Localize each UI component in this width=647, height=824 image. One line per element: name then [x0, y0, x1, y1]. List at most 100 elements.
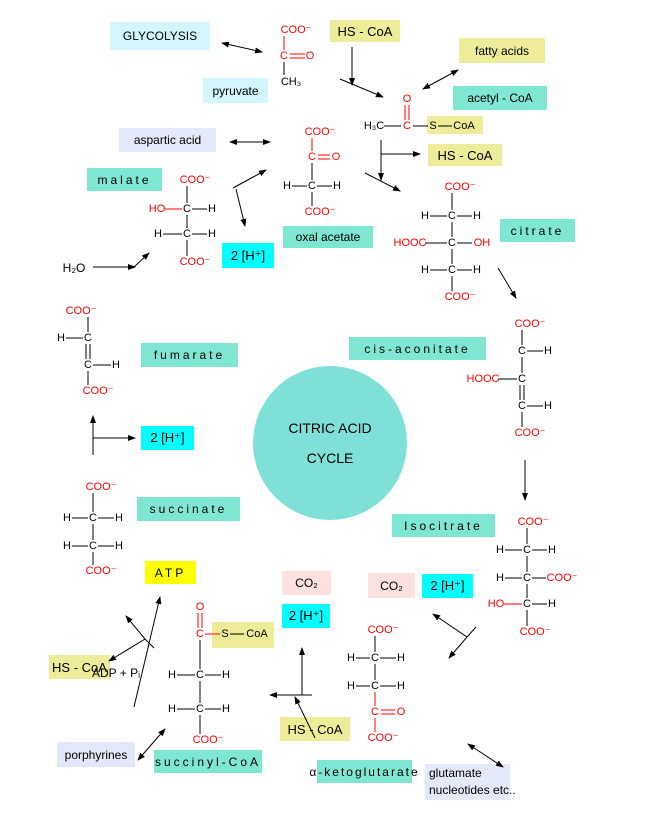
- atom-label: H: [347, 680, 355, 692]
- atom-label: C: [183, 203, 191, 215]
- acetyl-coa-structure: O H₃C C S CoA: [364, 93, 476, 132]
- two-h-label-isocitrate: 2 [H⁺]: [422, 574, 473, 598]
- atom-label: H: [544, 345, 552, 357]
- atom-label: C: [518, 400, 526, 412]
- atom-label: H: [154, 228, 162, 240]
- atom-label: H: [421, 264, 429, 276]
- atom-label: CH₃: [281, 76, 301, 88]
- arrow-isocitrate-akg: [448, 636, 468, 659]
- atom-label: C: [523, 598, 531, 610]
- alpha-ketoglutarate-label: α-ketoglutarate: [309, 760, 418, 783]
- citrate-structure: COO⁻ H C H HOOC C OH H C H COO⁻: [394, 181, 491, 303]
- atom-label: C: [183, 228, 191, 240]
- atom-label: O: [196, 601, 205, 613]
- atom-label: H: [222, 669, 230, 681]
- atom-label: C: [518, 345, 526, 357]
- atom-label: COO⁻: [547, 572, 578, 584]
- atom-label: C: [84, 332, 92, 344]
- atom-label: H: [57, 332, 65, 344]
- cycle-title-line2: CYCLE: [306, 450, 354, 466]
- succinate-label: succinate: [137, 497, 240, 521]
- arrow-porphyrines-succinylcoa: [137, 728, 166, 761]
- atom-label: C: [308, 151, 316, 163]
- arrow-hscoa-akg: [294, 696, 316, 739]
- atom-label: HO: [149, 203, 166, 215]
- arrow-succinylcoa-stem: [144, 638, 155, 649]
- oxal-acetate-label: oxal acetate: [283, 226, 373, 248]
- atom-label: COO⁻: [66, 305, 97, 317]
- atom-label: S: [429, 120, 436, 132]
- cycle-center-circle: CITRIC ACID CYCLE: [253, 366, 407, 520]
- atom-label: C: [89, 512, 97, 524]
- atom-label: H: [397, 652, 405, 664]
- atom-label: H: [496, 572, 504, 584]
- atom-label: C: [523, 572, 531, 584]
- atom-label: C: [280, 50, 288, 62]
- aspartic-acid-label: aspartic acid: [119, 128, 216, 152]
- atom-label: COO⁻: [515, 427, 546, 439]
- pyruvate-label: pyruvate: [203, 78, 268, 103]
- atom-label: HO: [488, 598, 505, 610]
- hscoa-label-succinyl: HS - CoA: [49, 655, 110, 679]
- atom-label: COO⁻: [515, 318, 546, 330]
- atom-label: C: [371, 680, 379, 692]
- atom-label: C: [448, 237, 456, 249]
- acetyl-coa-label: acetyl - CoA: [453, 86, 547, 110]
- acetyl-scoa-box: [427, 116, 483, 134]
- two-h-label-malate: 2 [H⁺]: [222, 243, 274, 268]
- atom-label: HOOC: [467, 373, 500, 385]
- atom-label: OH: [474, 237, 491, 249]
- atom-label: H: [473, 264, 481, 276]
- pyruvate-structure: COO⁻ C O CH₃: [280, 24, 315, 88]
- co2-label-akg: CO₂: [282, 571, 331, 595]
- atom-label: COO⁻: [86, 565, 117, 577]
- atom-label: C: [448, 210, 456, 222]
- atom-label: H: [473, 210, 481, 222]
- isocitrate-structure: COO⁻ H C H H C COO⁻ HO C H COO⁻: [488, 516, 578, 638]
- cis-aconitate-label: cis-aconitate: [349, 337, 486, 360]
- atom-label: H: [63, 512, 71, 524]
- atom-label: C: [84, 359, 92, 371]
- fumarate-structure: COO⁻ H C C H COO⁻: [57, 305, 120, 397]
- arrow-isocitrate-co2: [432, 613, 468, 638]
- arrow-isocitrate-stem: [466, 626, 477, 638]
- atom-label: COO⁻: [368, 624, 399, 636]
- atom-label: H₃C: [364, 120, 384, 132]
- atom-label: O: [332, 151, 341, 163]
- atom-label: C: [448, 264, 456, 276]
- glutamate-line1: glutamate: [429, 766, 482, 780]
- arrow-pyruvate-acetylcoa: [339, 78, 384, 98]
- glutamate-label: glutamate nucleotides etc..: [425, 764, 516, 800]
- atom-label: C: [89, 540, 97, 552]
- atom-label: H: [63, 540, 71, 552]
- atom-label: C: [371, 706, 379, 718]
- atom-label: COO⁻: [305, 206, 336, 218]
- atom-label: H: [283, 180, 291, 192]
- atom-label: H: [421, 210, 429, 222]
- alpha-ketoglutarate-structure: COO⁻ H C H H C H C O COO⁻: [347, 624, 406, 744]
- atom-label: S: [221, 628, 228, 640]
- atom-label: C: [196, 703, 204, 715]
- atom-label: H: [496, 544, 504, 556]
- citrate-label: citrate: [500, 219, 575, 242]
- fumarate-label: fumarate: [141, 343, 238, 367]
- atom-label: H: [168, 669, 176, 681]
- atom-label: O: [397, 706, 406, 718]
- porphyrines-label: porphyrines: [57, 742, 135, 767]
- arrow-malate-2h: [235, 188, 247, 227]
- arrow-adp-atp: [133, 596, 162, 708]
- isocitrate-label: Isocitrate: [392, 514, 495, 537]
- atom-label: O: [403, 93, 412, 105]
- arrow-succinylcoa-hscoa: [108, 638, 146, 662]
- atom-label: H: [544, 400, 552, 412]
- atp-label: ATP: [145, 561, 196, 584]
- atom-label: O: [306, 50, 315, 62]
- co2-label-isocitrate: CO₂: [368, 573, 415, 598]
- arrow-fattyacids-acetylcoa: [422, 69, 459, 90]
- hscoa-label-citrate: HS - CoA: [428, 144, 502, 166]
- atom-label: COO⁻: [305, 126, 336, 138]
- atom-label: C: [308, 180, 316, 192]
- malate-label: malate: [87, 168, 162, 191]
- atom-label: COO⁻: [518, 516, 549, 528]
